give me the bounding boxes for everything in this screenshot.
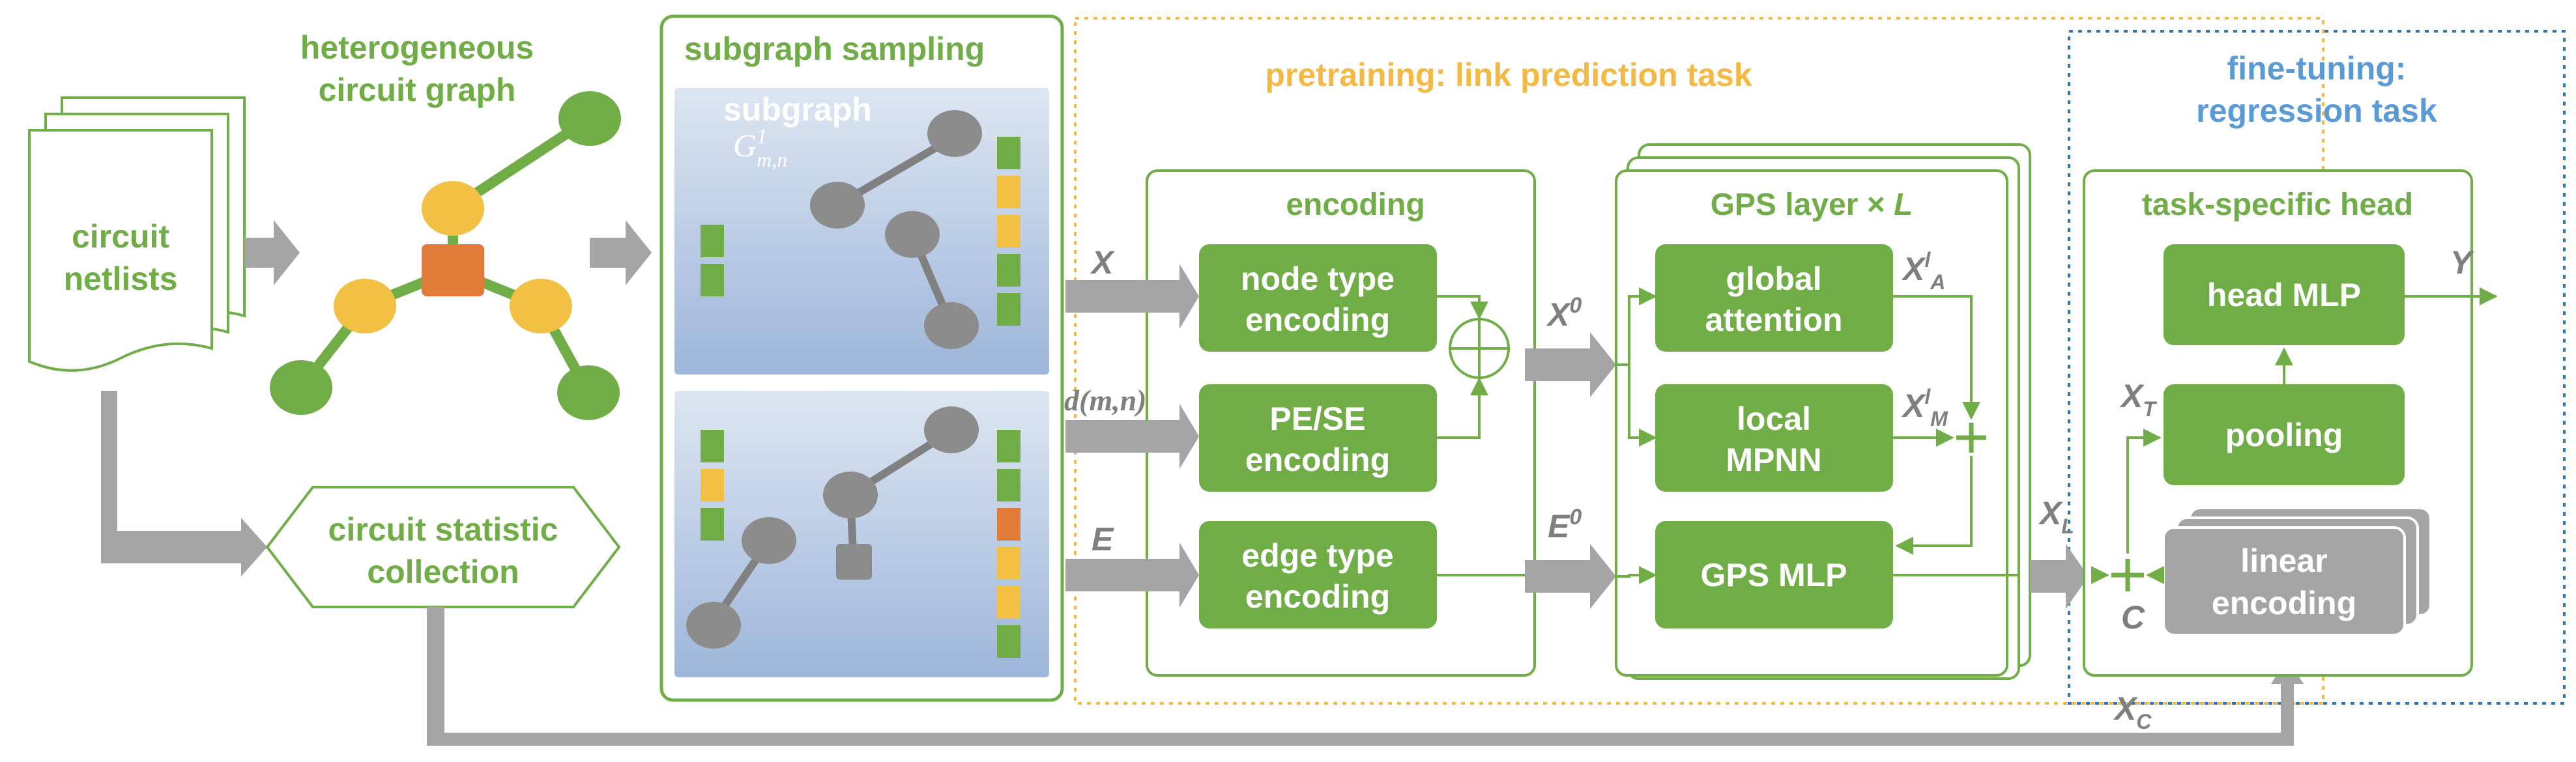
arrow-e-input <box>1065 543 1199 608</box>
pe-se-label-2: encoding <box>1245 442 1390 478</box>
c-symbol: C <box>2121 599 2145 636</box>
pretraining-title: pretraining: link prediction task <box>1265 57 1752 93</box>
arrow-x-input <box>1065 264 1199 329</box>
xl-symbol: XL <box>2038 495 2074 538</box>
arrow-netlists-to-graph <box>244 220 300 285</box>
hetero-graph <box>270 91 621 420</box>
x0-symbol: X0 <box>1546 293 1582 333</box>
e-symbol: E <box>1092 521 1114 557</box>
node-type-encoding-box <box>1199 244 1437 352</box>
d-symbol: d(m,n) <box>1064 384 1147 417</box>
netlists-label-1: circuit <box>72 218 169 255</box>
netlists-label-2: netlists <box>63 261 177 297</box>
xm-symbol: XlM <box>1901 385 1948 430</box>
node-type-label-2: encoding <box>1245 302 1390 338</box>
hetero-label-2: circuit graph <box>319 72 516 108</box>
local-mpnn-label-1: local <box>1737 401 1811 437</box>
global-attention-label-2: attention <box>1705 302 1842 338</box>
hetero-label-1: heterogeneous <box>300 29 534 66</box>
graph-node <box>270 360 332 415</box>
netlists-icon <box>28 96 246 372</box>
sum-circle-icon <box>1449 318 1510 379</box>
finetuning-title-1: fine-tuning: <box>2227 50 2407 87</box>
arrow-netlists-to-statistic <box>101 391 267 576</box>
sampling-title: subgraph sampling <box>684 31 985 67</box>
subgraph-2-graph <box>686 406 979 649</box>
feature-vector-left-2 <box>701 430 724 541</box>
arrow-netlists-to-statistic-stem <box>101 391 117 563</box>
pe-se-label-1: PE/SE <box>1269 401 1365 437</box>
encoding-title: encoding <box>1286 188 1425 222</box>
node-type-label-1: node type <box>1241 261 1395 297</box>
global-attention-box <box>1655 244 1893 352</box>
local-mpnn-box <box>1655 384 1893 492</box>
gps-mlp-label: GPS MLP <box>1700 557 1847 593</box>
statistic-label-2: collection <box>367 554 519 590</box>
feature-vector-right-2 <box>997 430 1020 658</box>
plus-sign-icon <box>1956 423 1986 453</box>
graph-node <box>422 244 484 296</box>
xc-symbol: XC <box>2113 690 2152 733</box>
edge-type-label-1: edge type <box>1241 537 1393 574</box>
pooling-box <box>2164 384 2405 485</box>
finetuning-title-2: regression task <box>2196 92 2437 129</box>
x-symbol: X <box>1090 244 1115 281</box>
subgraph-panel-1 <box>674 88 1049 374</box>
graph-node <box>422 181 484 236</box>
arrow-graph-to-sampling <box>590 220 652 285</box>
plus-sign-c-icon <box>2111 559 2144 591</box>
arrow-d-input <box>1065 404 1199 469</box>
linear-encoding-label-2: encoding <box>2212 585 2356 621</box>
head-mlp-box <box>2164 244 2405 345</box>
xt-symbol: XT <box>2119 378 2157 421</box>
linear-encoding-label-1: linear <box>2240 543 2327 579</box>
finetuning-region <box>2068 30 2566 705</box>
gps-title: GPS layer × L <box>1711 188 1913 222</box>
graph-node <box>558 91 621 146</box>
statistic-label-1: circuit statistic <box>328 511 558 548</box>
y-symbol: Y <box>2450 244 2475 281</box>
edge-type-label-2: encoding <box>1245 578 1390 615</box>
subgraph-panel-2 <box>674 391 1049 677</box>
arrow-x0 <box>1525 332 1616 397</box>
global-attention-label-1: global <box>1726 261 1821 297</box>
pooling-label: pooling <box>2225 417 2343 453</box>
feature-vector-right-1 <box>997 137 1020 326</box>
edge-type-encoding-box <box>1199 521 1437 628</box>
gps-mlp-box <box>1655 521 1893 628</box>
head-mlp-label: head MLP <box>2207 277 2361 313</box>
local-mpnn-label-2: MPNN <box>1726 442 1821 478</box>
task-head-title: task-specific head <box>2142 188 2413 222</box>
arrow-e0 <box>1525 544 1616 609</box>
subgraph-label: subgraph <box>723 91 872 128</box>
graph-node <box>557 365 620 420</box>
xa-symbol: XlA <box>1901 248 1945 294</box>
arrow-xl <box>2030 544 2089 609</box>
subgraph-1-graph <box>810 110 982 349</box>
statistic-hexagon <box>265 486 621 608</box>
feature-vector-left-1 <box>701 225 724 296</box>
pe-se-encoding-box <box>1199 384 1437 492</box>
graph-node <box>510 279 572 333</box>
graph-node <box>334 279 396 333</box>
e0-symbol: E0 <box>1548 505 1582 544</box>
